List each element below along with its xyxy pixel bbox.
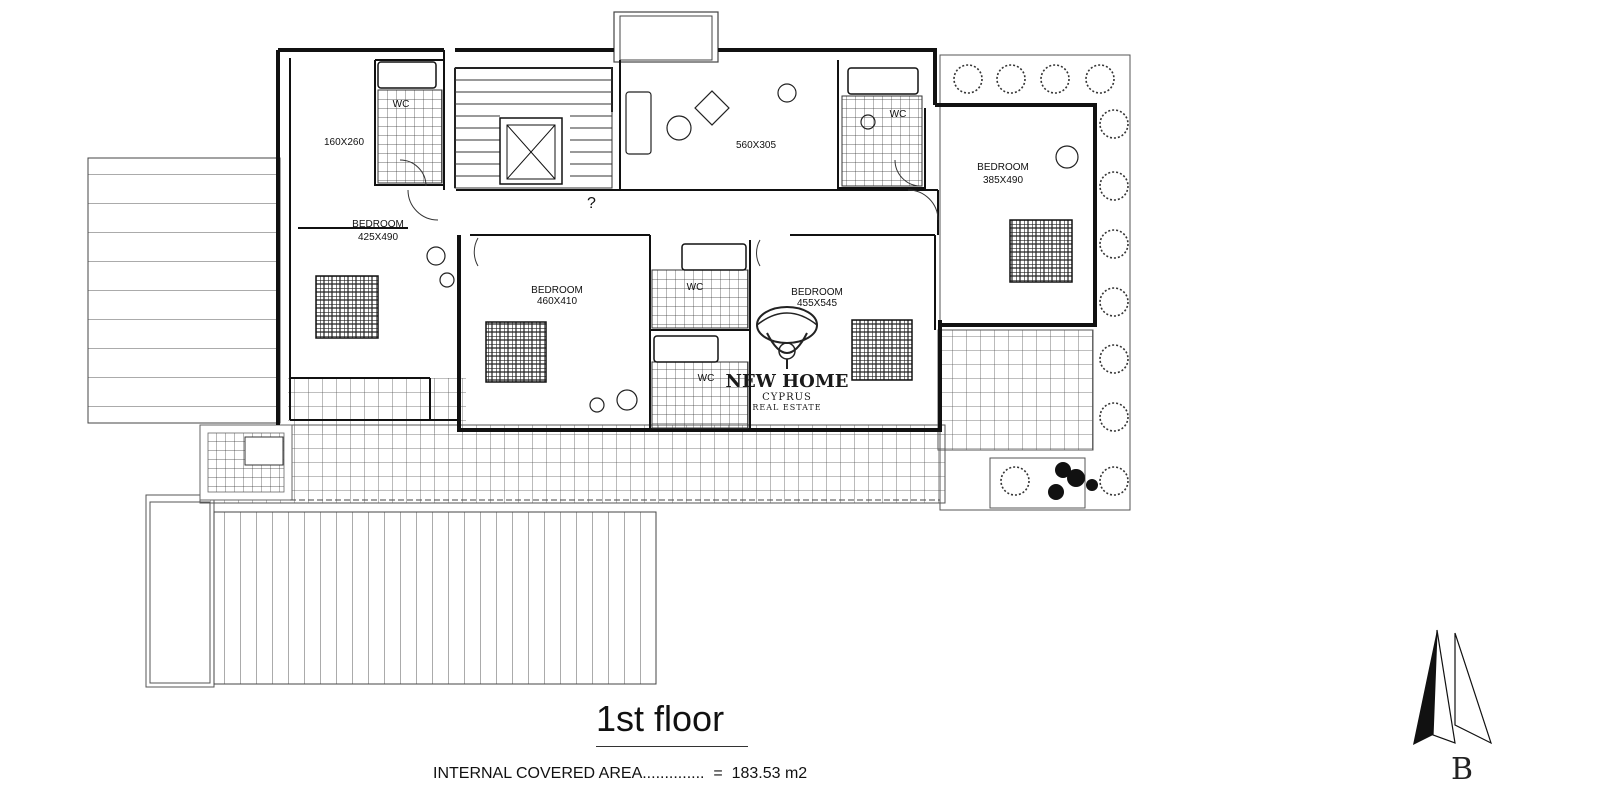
room-name-bedroom-3: BEDROOM — [791, 287, 843, 298]
top-balcony-inner — [619, 15, 713, 61]
beds — [315, 219, 1073, 383]
lower-roof — [145, 494, 657, 688]
room-name-bedroom-2: BEDROOM — [531, 285, 583, 296]
wc-label: WC — [687, 282, 704, 293]
internal-area-line: INTERNAL COVERED AREA.............. = 18… — [433, 765, 807, 783]
stairs — [454, 67, 613, 189]
question-mark: ? — [587, 195, 596, 212]
wc-label: WC — [393, 99, 410, 110]
north-letter: B — [1451, 752, 1474, 787]
title-underline — [596, 746, 748, 747]
room-size-bedroom-2: 460X410 — [537, 296, 577, 307]
bathrooms — [377, 61, 923, 429]
watermark-logo: NEW HOME CYPRUS REAL ESTATE — [722, 303, 852, 415]
internal-area-value: = 183.53 m2 — [713, 765, 808, 782]
north-arrow-icon — [1413, 629, 1493, 745]
room-name-bedroom-1: BEDROOM — [352, 219, 404, 230]
room-label-living: 560X305 — [736, 140, 776, 151]
page-title: 1st floor — [596, 698, 725, 739]
logo-name: NEW HOME — [725, 371, 849, 392]
logo-line1: CYPRUS — [762, 392, 812, 403]
logo-emblem-icon — [756, 306, 818, 369]
room-size-bedroom-4: 385X490 — [983, 175, 1023, 186]
logo-line2: REAL ESTATE — [752, 403, 822, 412]
room-label-small: 160X260 — [324, 137, 364, 148]
room-size-bedroom-1: 425X490 — [358, 232, 398, 243]
top-balcony — [613, 11, 719, 63]
doors — [399, 159, 939, 267]
furniture — [426, 83, 1079, 413]
outer-walls — [276, 48, 1097, 432]
left-roof — [87, 157, 281, 424]
room-labels: 160X260 BEDROOM 425X490 560X305 BEDROOM … — [324, 99, 1029, 384]
wc-label: WC — [698, 373, 715, 384]
room-name-bedroom-4: BEDROOM — [977, 162, 1029, 173]
wc-label: WC — [890, 109, 907, 120]
right-garden — [939, 54, 1131, 511]
internal-area-label: INTERNAL COVERED AREA.............. — [433, 765, 705, 782]
room-size-bedroom-3: 455X545 — [797, 298, 837, 309]
front-terrace — [199, 329, 1094, 504]
